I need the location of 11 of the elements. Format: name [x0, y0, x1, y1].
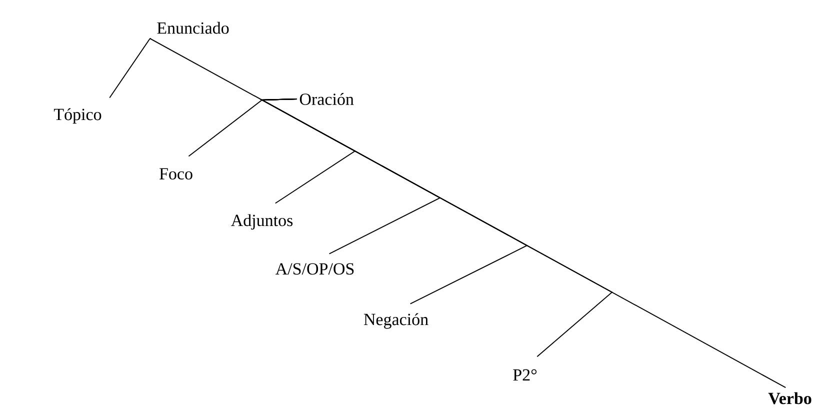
node-label: Verbo — [768, 392, 812, 404]
tree-line — [109, 38, 151, 98]
node-label: Tópico — [54, 108, 102, 124]
node-label: P2° — [513, 369, 537, 380]
node-label: Foco — [160, 168, 192, 180]
node-label: Oración — [300, 93, 354, 105]
node-label: A/S/OP/OS — [276, 263, 354, 275]
node-label: Negación — [364, 313, 428, 329]
node-label: Adjuntos — [231, 214, 293, 230]
tree-line — [260, 98, 786, 388]
node-label: Enunciado — [157, 22, 229, 34]
